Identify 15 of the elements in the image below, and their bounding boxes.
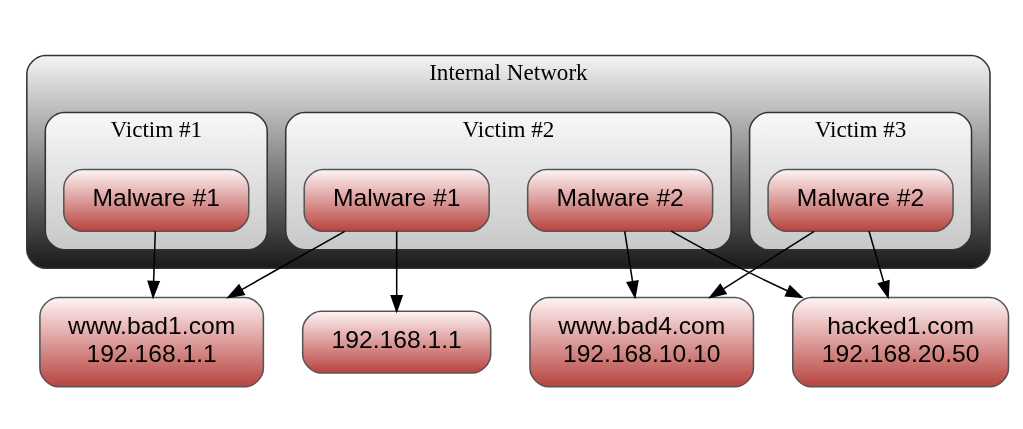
node-box: hacked1.com 192.168.20.50 (792, 296, 1010, 388)
node-box: www.bad4.com 192.168.10.10 (529, 296, 755, 388)
arrow (226, 230, 346, 298)
node-box: Malware #2 (526, 168, 714, 232)
arrow (708, 230, 815, 298)
arrow (670, 229, 804, 298)
arrow (390, 230, 404, 314)
arrow (868, 230, 890, 299)
arrow (623, 230, 639, 299)
arrow (147, 230, 161, 299)
node-box: www.bad1.com 192.168.1.1 (39, 296, 265, 388)
node-box: Malware #1 (63, 168, 250, 232)
node-box: 192.168.1.1 (301, 310, 492, 374)
node-box: Malware #2 (767, 168, 954, 232)
node-box: Malware #1 (303, 168, 490, 232)
